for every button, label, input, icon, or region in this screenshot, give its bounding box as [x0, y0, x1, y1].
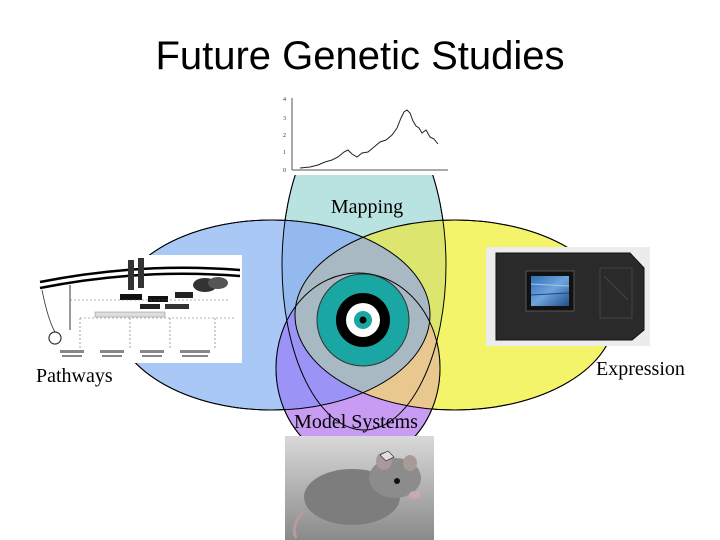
- model-rat-photo: [285, 436, 434, 540]
- pathways-diagram-image: [36, 255, 242, 363]
- target-icon: [316, 273, 410, 367]
- mapping-tick-0: 0: [283, 168, 286, 174]
- expression-chip-image: [486, 247, 650, 346]
- mapping-tick-3: 3: [283, 116, 286, 122]
- mapping-tick-1: 1: [283, 150, 286, 156]
- label-mapping: Mapping: [331, 196, 403, 218]
- mapping-tick-4: 4: [283, 97, 286, 103]
- mapping-curve: [299, 109, 439, 169]
- slide-title: Future Genetic Studies: [155, 34, 565, 78]
- label-model-systems: Model Systems: [294, 411, 418, 433]
- mapping-plot: 4 3 2 1 0: [280, 90, 450, 175]
- label-expression: Expression: [596, 358, 685, 380]
- mapping-tick-2: 2: [283, 133, 286, 139]
- label-pathways: Pathways: [36, 365, 113, 387]
